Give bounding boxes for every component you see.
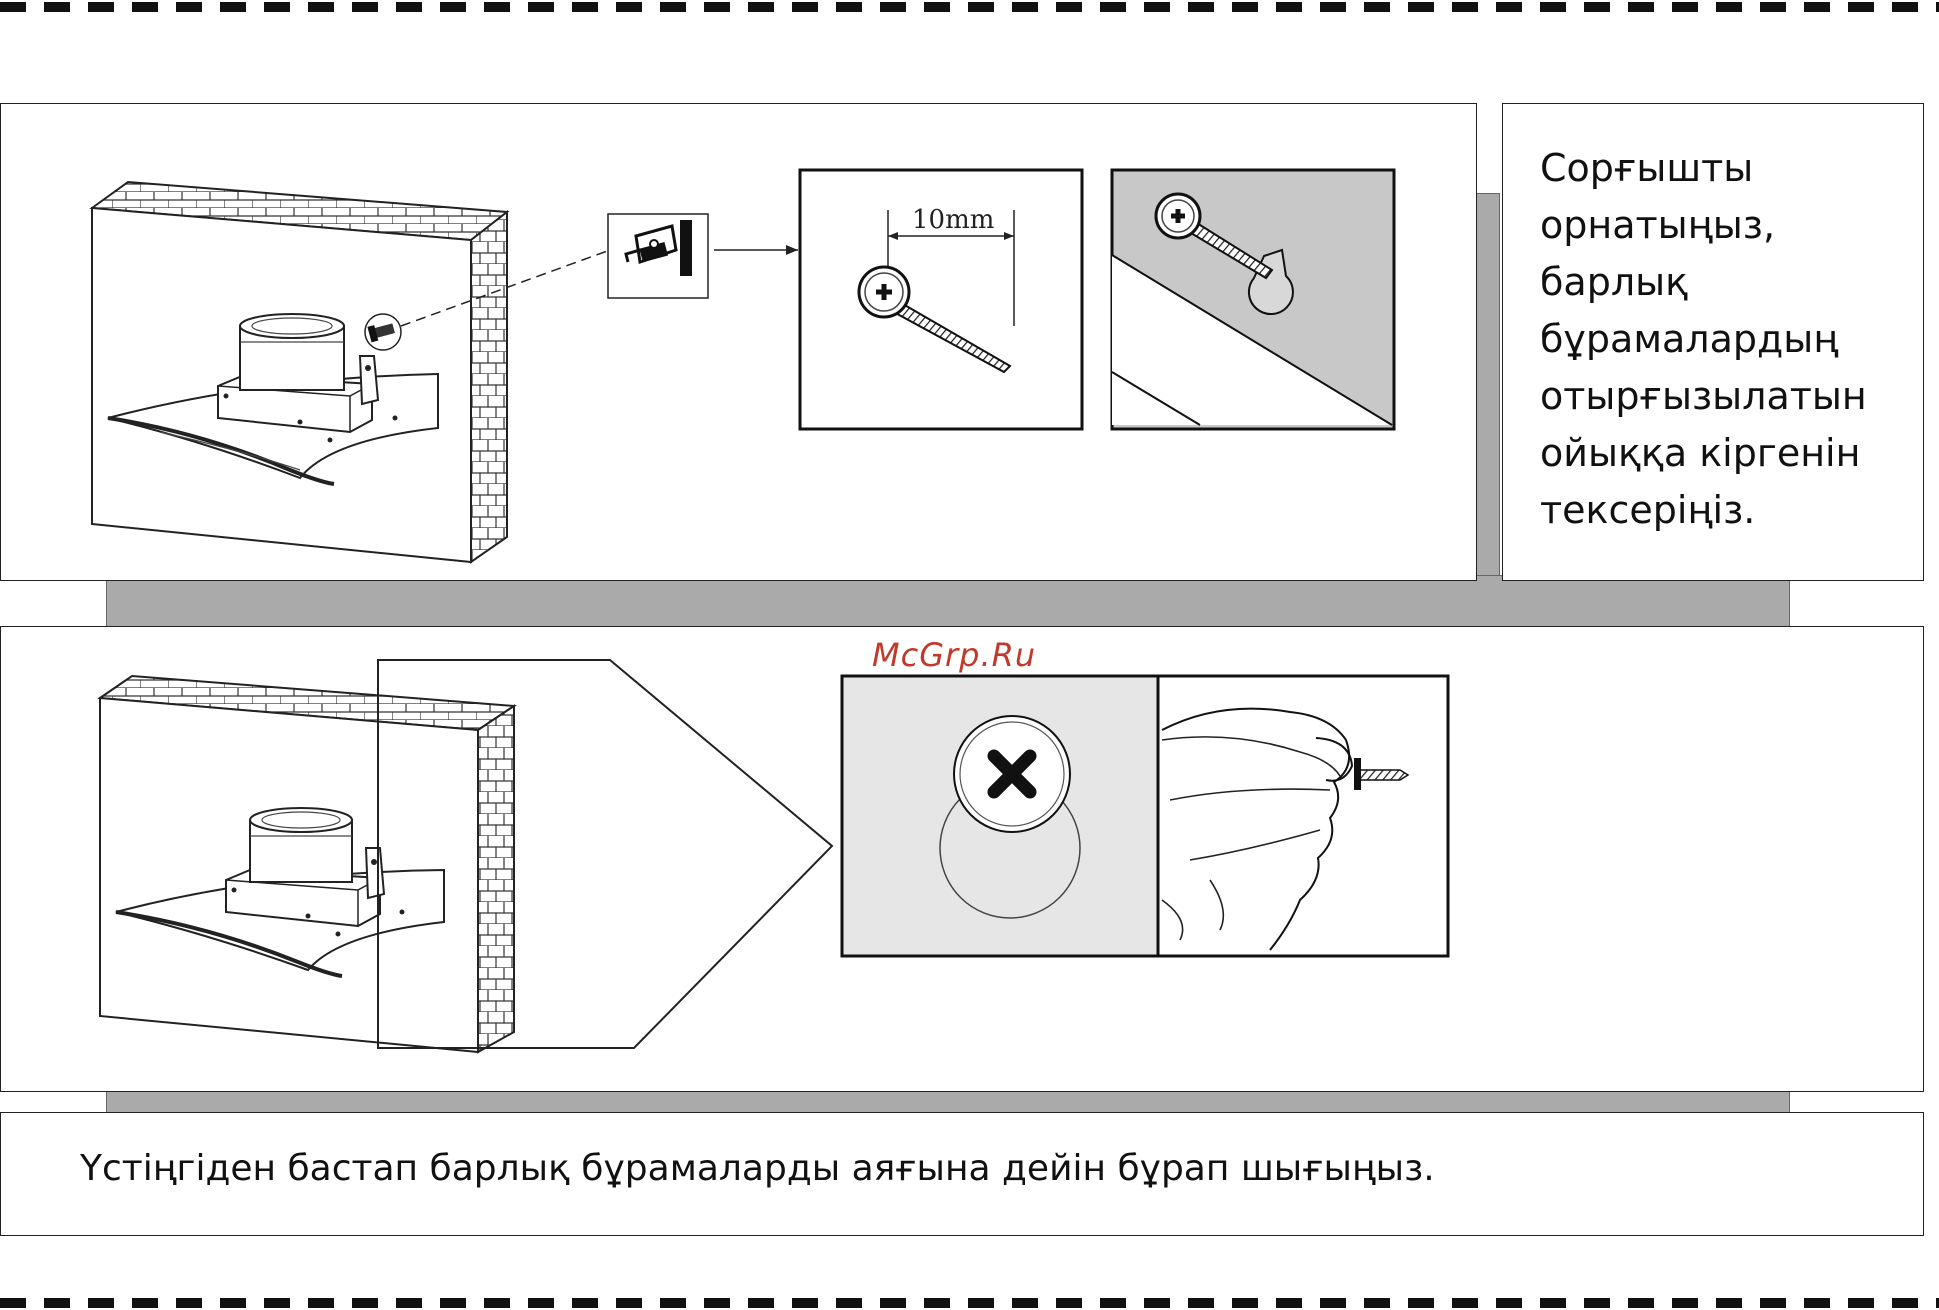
step1-instruction: Сорғышты орнатыңыз, барлық бұрамалардың … (1540, 140, 1910, 539)
screwdriver-icon (608, 214, 708, 298)
measure-label: 10mm (912, 205, 994, 235)
step3-instruction: Үстіңгіден бастап барлық бұрамаларды аяғ… (80, 1148, 1435, 1189)
watermark-text: McGrp.Ru (872, 636, 1036, 674)
screw-measure-detail: 10mm (800, 170, 1082, 429)
screw-head-detail (842, 676, 1158, 956)
step2-wall-drawing (100, 660, 832, 1052)
hand-detail (1158, 676, 1448, 956)
screw-icon (954, 716, 1070, 832)
bottom-dashed-border (0, 1296, 1939, 1310)
step1-wall-drawing (92, 182, 610, 562)
keyhole-slot-detail (1112, 170, 1394, 429)
